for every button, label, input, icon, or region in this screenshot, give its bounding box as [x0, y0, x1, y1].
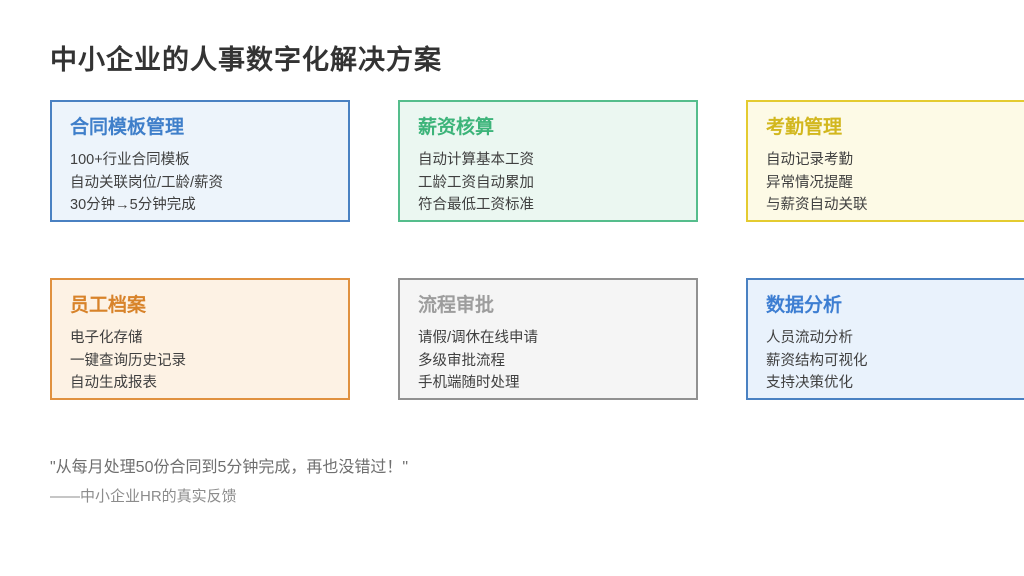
card-contract-template-management: 合同模板管理 100+行业合同模板 自动关联岗位/工龄/薪资 30分钟→5分钟完… [50, 100, 350, 222]
card-title-data-analytics: 数据分析 [766, 295, 843, 316]
quote-attribution: ——中小企业HR的真实反馈 [50, 488, 237, 505]
customer-quote: "从每月处理50份合同到5分钟完成，再也没错过！" [50, 459, 409, 476]
card-line: 异常情况提醒 [766, 174, 853, 191]
card-payroll-calculation: 薪资核算 自动计算基本工资 工龄工资自动累加 符合最低工资标准 [398, 100, 698, 222]
card-line: 手机端随时处理 [418, 375, 520, 391]
card-line: 多级审批流程 [418, 352, 505, 369]
card-line: 薪资结构可视化 [766, 352, 868, 369]
card-line: 100+行业合同模板 [70, 152, 190, 168]
card-process-approval: 流程审批 请假/调休在线申请 多级审批流程 手机端随时处理 [398, 278, 698, 400]
card-line: 自动关联岗位/工龄/薪资 [70, 174, 224, 191]
card-line: 一键查询历史记录 [70, 352, 186, 369]
card-title-payroll: 薪资核算 [418, 117, 495, 138]
card-line: 支持决策优化 [766, 375, 853, 391]
card-title-contract-template: 合同模板管理 [70, 117, 185, 138]
card-line: 自动生成报表 [70, 375, 157, 391]
card-employee-archive: 员工档案 电子化存储 一键查询历史记录 自动生成报表 [50, 278, 350, 400]
card-line: 30分钟→5分钟完成 [70, 197, 196, 213]
card-line: 符合最低工资标准 [418, 197, 534, 213]
card-line: 人员流动分析 [766, 330, 853, 346]
card-line: 自动记录考勤 [766, 152, 853, 168]
card-line: 与薪资自动关联 [766, 197, 868, 213]
card-title-employee-archive: 员工档案 [70, 295, 147, 316]
card-line: 工龄工资自动累加 [418, 174, 534, 191]
card-title-process-approval: 流程审批 [418, 295, 495, 316]
card-line: 电子化存储 [70, 330, 143, 346]
card-line: 自动计算基本工资 [418, 152, 534, 168]
card-attendance-management: 考勤管理 自动记录考勤 异常情况提醒 与薪资自动关联 [746, 100, 1024, 222]
card-line: 请假/调休在线申请 [418, 330, 539, 346]
page-title: 中小企业的人事数字化解决方案 [50, 45, 442, 75]
card-title-attendance: 考勤管理 [766, 117, 843, 138]
card-data-analytics: 数据分析 人员流动分析 薪资结构可视化 支持决策优化 [746, 278, 1024, 400]
